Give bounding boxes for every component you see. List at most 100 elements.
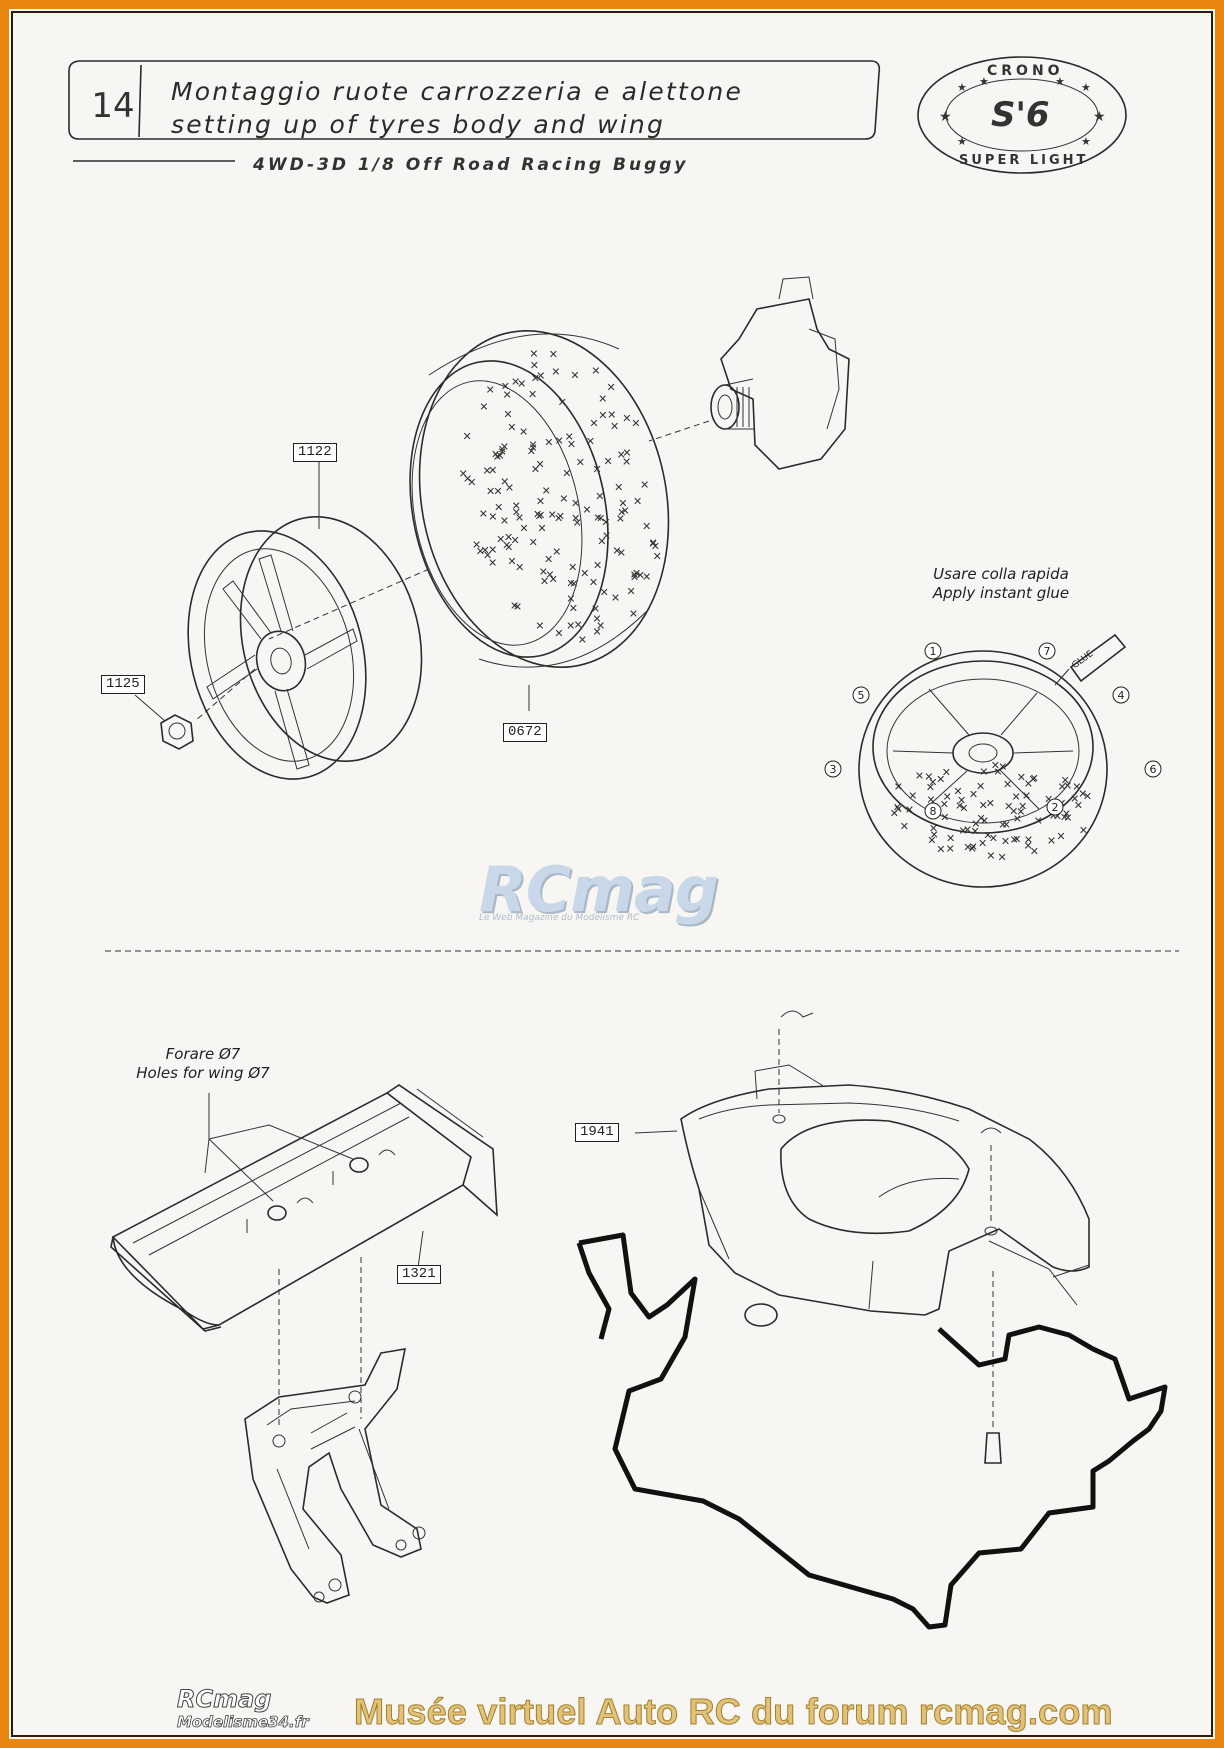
- tread-mark: ✕: [463, 430, 472, 443]
- tread-mark: ✕: [1060, 811, 1069, 824]
- tread-mark: ✕: [596, 619, 605, 632]
- svg-text:★: ★: [957, 135, 967, 148]
- tread-mark: ✕: [488, 556, 497, 569]
- tread-mark: ✕: [629, 607, 638, 620]
- tread-mark: ✕: [622, 412, 631, 425]
- tread-mark: ✕: [1018, 800, 1027, 813]
- tread-mark: ✕: [969, 841, 978, 854]
- tread-mark: ✕: [510, 600, 519, 613]
- tread-mark: ✕: [552, 545, 561, 558]
- tread-mark: ✕: [1012, 833, 1021, 846]
- tread-mark: ✕: [593, 463, 602, 476]
- tread-mark: ✕: [651, 540, 660, 553]
- tread-mark: ✕: [591, 365, 600, 378]
- tread-mark: ✕: [483, 465, 492, 478]
- glue-callout-circle: [924, 802, 942, 820]
- tread-mark: ✕: [548, 509, 557, 522]
- tread-mark: ✕: [578, 634, 587, 647]
- tread-mark: ✕: [472, 539, 481, 552]
- tread-mark: ✕: [569, 602, 578, 615]
- tread-mark: ✕: [1058, 781, 1067, 794]
- tread-mark: ✕: [549, 573, 558, 586]
- tread-mark: ✕: [926, 794, 935, 807]
- footer-caption: Musée virtuel Auto RC du forum rcmag.com: [354, 1691, 1114, 1733]
- tread-mark: ✕: [929, 822, 938, 835]
- tread-mark: ✕: [1062, 808, 1071, 821]
- tread-mark: ✕: [569, 578, 578, 591]
- tread-mark: ✕: [976, 780, 985, 793]
- tread-mark: ✕: [642, 520, 651, 533]
- glue-callout-circle: [852, 686, 870, 704]
- chassis-outline: [578, 1232, 1168, 1630]
- tread-mark: ✕: [1063, 780, 1072, 793]
- tread-mark: ✕: [528, 388, 537, 401]
- tread-mark: ✕: [618, 497, 627, 510]
- tread-mark: ✕: [893, 801, 902, 814]
- tread-mark: ✕: [940, 798, 949, 811]
- part-number-nut: 1125: [101, 675, 145, 694]
- tread-mark: ✕: [483, 549, 492, 562]
- tread-mark: ✕: [502, 539, 511, 552]
- tread-mark: ✕: [969, 788, 978, 801]
- tread-mark: ✕: [968, 843, 977, 856]
- leader-1941: [634, 1130, 678, 1134]
- tread-mark: ✕: [1016, 805, 1025, 818]
- tread-mark: ✕: [549, 348, 558, 361]
- body-post: [984, 1432, 1002, 1464]
- tread-mark: ✕: [1078, 787, 1087, 800]
- tread-mark: ✕: [566, 592, 575, 605]
- rim-axis-line: [194, 668, 256, 722]
- tread-mark: ✕: [600, 586, 609, 599]
- tread-mark: ✕: [900, 820, 909, 833]
- tread-mark: ✕: [592, 613, 601, 626]
- tread-mark: ✕: [1079, 824, 1088, 837]
- tread-mark: ✕: [500, 475, 509, 488]
- tread-mark: ✕: [986, 849, 995, 862]
- glue-callout-circle: [824, 760, 842, 778]
- tread-mark: ✕: [536, 458, 545, 471]
- svg-text:★: ★: [1093, 109, 1106, 125]
- wing-note-italian: Forare Ø7: [165, 1045, 241, 1063]
- logo-top-text: CRONO: [987, 63, 1064, 79]
- glue-callout-number: 2: [1052, 801, 1059, 814]
- tread-mark: ✕: [959, 825, 968, 838]
- tread-mark: ✕: [536, 370, 545, 383]
- tread-mark: ✕: [602, 530, 611, 543]
- tread-mark: ✕: [491, 448, 500, 461]
- tread-mark: ✕: [598, 393, 607, 406]
- tread-mark: ✕: [540, 575, 549, 588]
- tread-mark: ✕: [459, 467, 468, 480]
- tyre-tread-pattern: ✕✕✕✕✕✕✕✕✕✕✕✕✕✕✕✕✕✕✕✕✕✕✕✕✕✕✕✕✕✕✕✕✕✕✕✕✕✕✕✕…: [459, 348, 662, 647]
- part-number-rim: 1122: [293, 443, 337, 462]
- tread-mark: ✕: [598, 409, 607, 422]
- hub-axis-line: [648, 420, 710, 442]
- tread-mark: ✕: [595, 490, 604, 503]
- tread-mark: ✕: [535, 510, 544, 523]
- tread-mark: ✕: [515, 512, 524, 525]
- tread-mark: ✕: [558, 396, 567, 409]
- tread-mark: ✕: [946, 832, 955, 845]
- tread-mark: ✕: [1044, 793, 1053, 806]
- model-subtitle: 4WD-3D 1/8 Off Road Racing Buggy: [253, 155, 689, 175]
- tread-mark: ✕: [963, 841, 972, 854]
- tread-mark: ✕: [616, 512, 625, 525]
- tread-mark: ✕: [957, 794, 966, 807]
- tread-mark: ✕: [1072, 781, 1081, 794]
- tread-mark: ✕: [1074, 799, 1083, 812]
- tread-mark: ✕: [493, 450, 502, 463]
- tread-mark: ✕: [542, 484, 551, 497]
- tread-mark: ✕: [512, 506, 521, 519]
- tread-mark: ✕: [640, 478, 649, 491]
- tread-mark: ✕: [621, 505, 630, 518]
- part-number-wing: 1321: [397, 1265, 441, 1284]
- tread-mark: ✕: [1024, 840, 1033, 853]
- glue-callout-circle: [1144, 760, 1162, 778]
- tread-mark: ✕: [494, 501, 503, 514]
- tread-mark: ✕: [488, 511, 497, 524]
- glue-callout-number: 6: [1150, 763, 1157, 776]
- leader-1125: [134, 694, 166, 722]
- tread-mark: ✕: [479, 401, 488, 414]
- logo-center-text: S'6: [991, 95, 1050, 135]
- tread-mark: ✕: [570, 369, 579, 382]
